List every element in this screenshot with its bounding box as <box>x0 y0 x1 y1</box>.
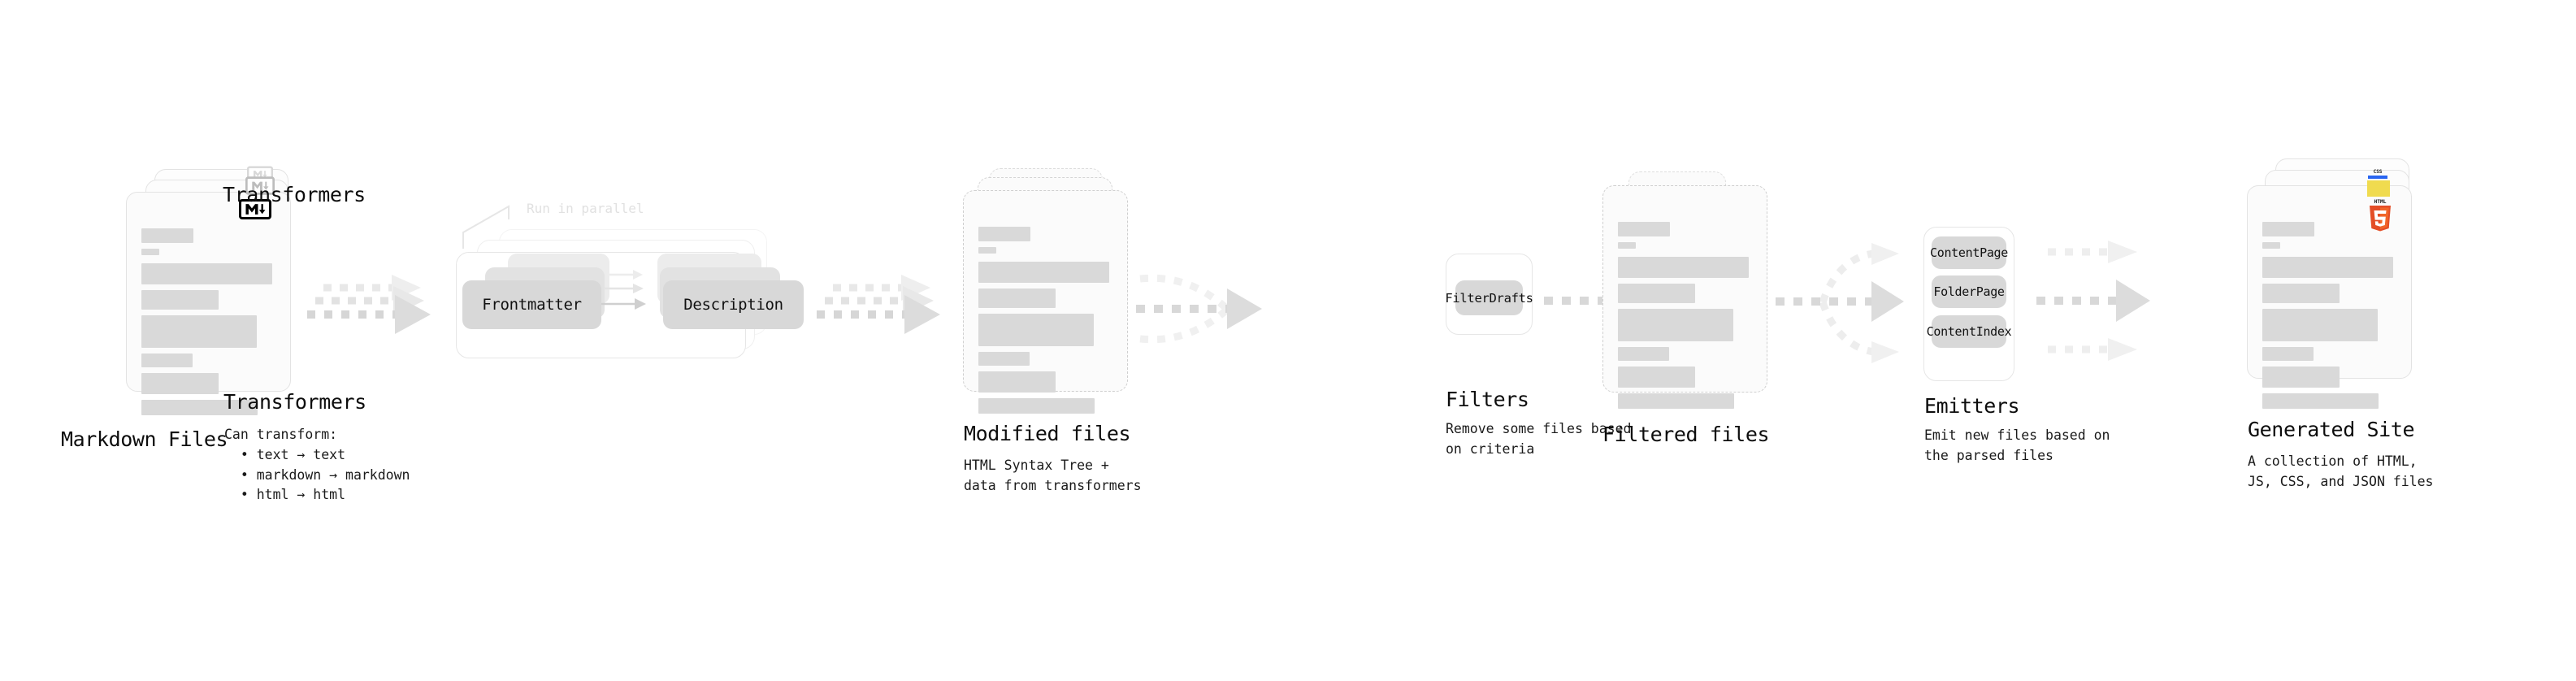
markdown-icon <box>239 199 271 219</box>
transformers-title: Transformers <box>223 390 366 414</box>
stage-title-markdown-files: Markdown Files <box>61 427 228 451</box>
generated-site-file-stack: CSS HTML <box>2247 158 2422 409</box>
modified-card-front <box>963 190 1128 414</box>
transformers-inner-arrows <box>601 270 646 310</box>
stage-title-transformers: Transformers <box>223 183 366 206</box>
markdown-file-stack <box>126 166 301 415</box>
stage-subtitle-emitters: Emit new files based on the parsed files <box>1924 427 2110 463</box>
markdown-icon-mid <box>245 176 275 195</box>
css3-icon: CSS <box>2367 167 2388 184</box>
filtered-card-front <box>1602 185 1767 409</box>
emitters-chip-contentpage[interactable]: ContentPage <box>1930 236 2008 269</box>
generated-card-placeholder-lines <box>2262 222 2396 414</box>
stage-subtitle-generated-site: A collection of HTML, JS, CSS, and JSON … <box>2248 453 2434 489</box>
stage-title-filtered-files: Filtered files <box>1602 423 1770 446</box>
stage-title-generated-site: Generated Site <box>2248 418 2415 441</box>
stage-subtitle-modified-files: HTML Syntax Tree + data from transformer… <box>964 458 1142 493</box>
filtered-file-stack <box>1602 171 1777 415</box>
transformers-chip-frontmatter[interactable]: Frontmatter <box>462 280 601 329</box>
modified-file-stack <box>963 168 1138 414</box>
js-icon <box>2367 180 2390 197</box>
html5-icon: HTML <box>2366 197 2393 232</box>
connector-filtered-to-emitters <box>1776 236 1922 374</box>
modified-card-placeholder-lines <box>978 227 1112 419</box>
connector-modified-to-filters <box>1136 264 1274 354</box>
stage-title-emitters: Emitters <box>1924 394 2020 418</box>
stage-subtitle-filters: Remove some files based on criteria <box>1446 421 1632 457</box>
connector-transformers-to-modified <box>817 268 959 349</box>
markdown-card-front <box>126 192 291 415</box>
emitters-chip-contentindex[interactable]: ContentIndex <box>1927 315 2012 348</box>
svg-text:HTML: HTML <box>2374 199 2387 205</box>
transformers-chip-description[interactable]: Description <box>663 280 804 329</box>
connector-md-to-transformers <box>307 268 445 349</box>
filtered-card-placeholder-lines <box>1618 222 1752 414</box>
filters-chip-filterdrafts[interactable]: FilterDrafts <box>1445 280 1533 315</box>
stage-title-modified-files: Modified files <box>964 422 1131 445</box>
emitters-chip-folderpage[interactable]: FolderPage <box>1932 275 2006 308</box>
connector-emitters-to-site <box>2032 229 2194 375</box>
markdown-card-placeholder-lines <box>141 228 275 421</box>
svg-text:CSS: CSS <box>2374 169 2383 175</box>
stage-title-filters: Filters <box>1446 388 1529 411</box>
run-in-parallel-label: Run in parallel <box>527 201 644 216</box>
run-in-parallel-leader <box>462 205 510 249</box>
transformers-subtitle: Can transform: • text → text • markdown … <box>224 427 410 503</box>
